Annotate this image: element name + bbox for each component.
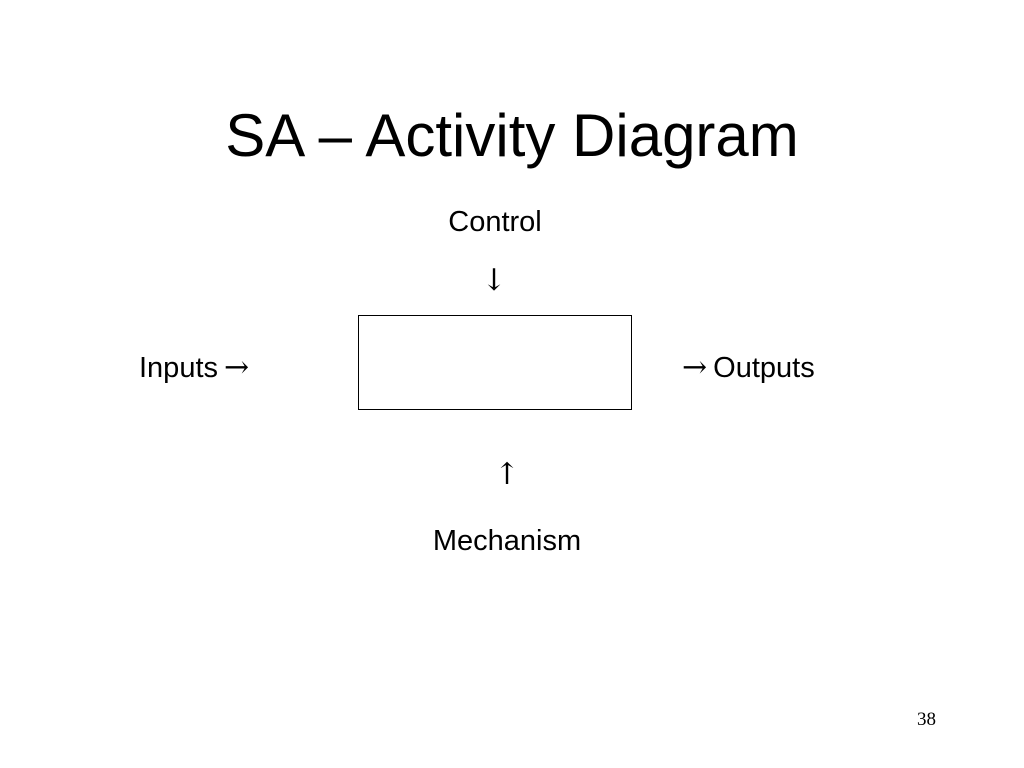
control-label: Control bbox=[448, 206, 542, 238]
mechanism-arrow-icon: ↑ bbox=[494, 457, 520, 492]
inputs-arrow-icon: → bbox=[224, 350, 250, 385]
outputs-group: →Outputs bbox=[682, 351, 815, 385]
control-arrow-icon: ↓ bbox=[481, 263, 507, 298]
outputs-arrow-icon: → bbox=[682, 350, 708, 385]
inputs-label: Inputs bbox=[139, 352, 218, 384]
outputs-label: Outputs bbox=[713, 352, 815, 384]
page-number: 38 bbox=[917, 709, 936, 730]
mechanism-label: Mechanism bbox=[432, 525, 582, 557]
activity-box bbox=[358, 315, 632, 410]
slide-title: SA – Activity Diagram bbox=[225, 102, 799, 169]
inputs-group: Inputs→ bbox=[139, 351, 249, 385]
